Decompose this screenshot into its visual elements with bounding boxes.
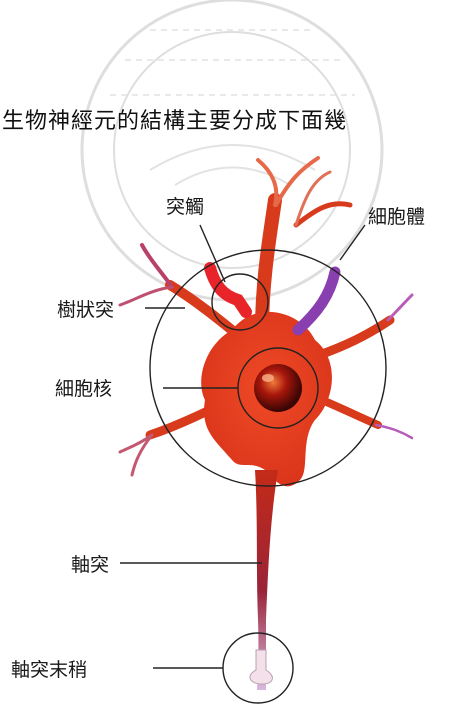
nucleus-highlight xyxy=(262,374,274,382)
label-axon: 軸突 xyxy=(71,550,109,577)
label-dendrite: 樹狀突 xyxy=(57,295,114,322)
nucleus-shape xyxy=(254,364,302,412)
label-axon-terminal: 軸突末稍 xyxy=(11,655,87,682)
intro-text: 生物神經元的結構主要分成下面幾 xyxy=(2,103,347,135)
axon-terminal-shape xyxy=(250,650,273,684)
label-nucleus: 細胞核 xyxy=(55,374,112,401)
label-synapse: 突觸 xyxy=(166,192,204,219)
label-cell-body: 細胞體 xyxy=(368,202,425,229)
